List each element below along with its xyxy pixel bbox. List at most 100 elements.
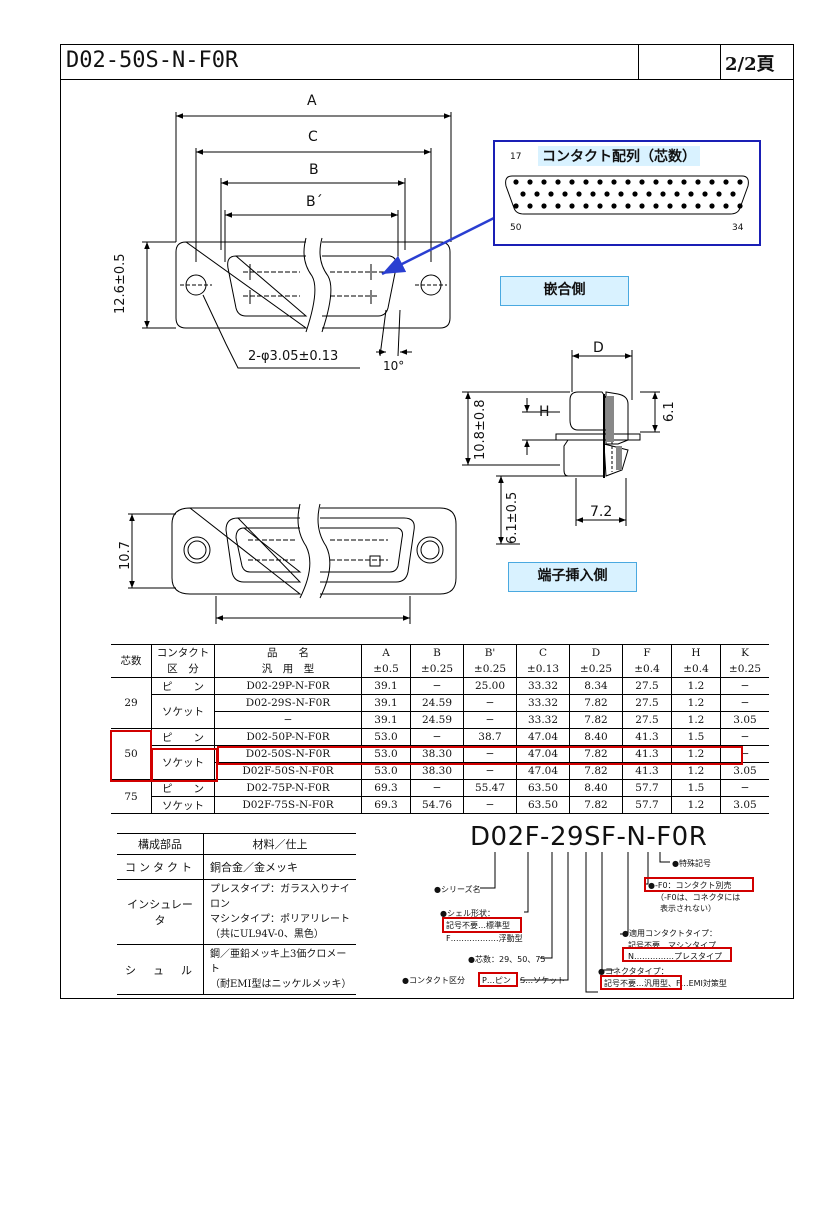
- table-cell: 3.05: [720, 796, 769, 814]
- annotation-connector-type-title: ●コネクタタイプ：: [598, 967, 669, 976]
- highlight-part-row: [217, 746, 743, 765]
- contact-pin-dot: [667, 179, 673, 185]
- contact-pin-dot: [597, 179, 603, 185]
- table-cell: 1.5: [671, 728, 721, 746]
- pin-number-50: 50: [510, 223, 522, 233]
- annotation-contact-type-press: N……………プレスタイプ: [628, 952, 722, 961]
- column-header: 構成部品: [117, 833, 204, 855]
- table-cell-kind: ソケット: [151, 796, 215, 814]
- column-header: コンタクト: [151, 644, 215, 661]
- table-cell: 7.82: [569, 711, 623, 729]
- contact-pin-dot: [513, 203, 519, 209]
- contact-pin-dot: [660, 191, 666, 197]
- contact-pin-dot: [555, 203, 561, 209]
- annotation-connector-type-values: 記号不要…汎用型、F…EMI対策型: [604, 979, 727, 988]
- dimension-label-a: A: [307, 93, 317, 109]
- terminal-side-label: 端子挿入側: [508, 562, 637, 592]
- table-cell: 1.2: [671, 711, 721, 729]
- contact-pin-dot: [520, 191, 526, 197]
- table-cell-kind: ピ ン: [151, 728, 215, 746]
- table-cell: 69.3: [361, 779, 411, 797]
- table-cell: −: [720, 694, 769, 712]
- contact-pin-dot: [541, 179, 547, 185]
- contact-pin-dot: [737, 179, 743, 185]
- annotation-special: ●特殊記号: [672, 859, 711, 868]
- table-cell: 27.5: [622, 677, 672, 695]
- annotation-series: ●シリーズ名: [434, 885, 481, 894]
- contact-arrangement-title: コンタクト配列（芯数）: [538, 146, 700, 166]
- contact-pin-dot: [555, 179, 561, 185]
- pin-number-34: 34: [732, 223, 744, 233]
- contact-pin-dot: [611, 203, 617, 209]
- annotation-contact-kind-pin: P…ピン: [482, 976, 511, 985]
- table-cell: −: [720, 728, 769, 746]
- table-cell: 7.82: [569, 745, 623, 763]
- contact-pin-dot: [583, 203, 589, 209]
- table-cell: −: [410, 779, 464, 797]
- table-cell: 57.7: [622, 779, 672, 797]
- contact-pin-dot: [541, 203, 547, 209]
- contact-pin-dot: [674, 191, 680, 197]
- contact-pin-dot: [695, 179, 701, 185]
- dimension-label-c: C: [308, 129, 318, 145]
- dimension-label-angle: 10°: [383, 359, 405, 373]
- contact-pin-dot: [597, 203, 603, 209]
- column-header: ±0.25: [463, 661, 517, 678]
- column-header: 芯数: [111, 644, 152, 678]
- highlight-press: [622, 947, 732, 962]
- table-cell: 7.82: [569, 694, 623, 712]
- dimension-label-7-2: 7.2: [590, 504, 613, 520]
- annotation-shell-std: 記号不要…標準型: [446, 921, 510, 930]
- table-cell: 47.04: [516, 728, 570, 746]
- table-cell: 41.3: [622, 728, 672, 746]
- table-cell-kind: ソケット: [151, 745, 215, 780]
- annotation-shell-float: F………………浮動型: [446, 934, 523, 943]
- document-title: D02-50S-N-F0R: [66, 48, 239, 73]
- document-frame: D02-50S-N-F0R 2/2頁: [60, 44, 794, 999]
- table-cell: 27.5: [622, 694, 672, 712]
- material-line: （耐EMI型はニッケルメッキ）: [210, 979, 352, 990]
- table-cell: −: [720, 677, 769, 695]
- table-cell: 1.5: [671, 779, 721, 797]
- table-cell: 53.0: [361, 762, 411, 780]
- table-cell: −: [410, 677, 464, 695]
- contact-pin-dot: [730, 191, 736, 197]
- column-header: 区 分: [151, 661, 215, 678]
- table-cell: 53.0: [361, 745, 411, 763]
- column-header: A: [361, 644, 411, 661]
- contact-pin-dot: [702, 191, 708, 197]
- annotation-contact-type-title: ●適用コンタクトタイプ：: [622, 929, 717, 938]
- page-number: 2/2頁: [725, 54, 775, 75]
- table-cell: 53.0: [361, 728, 411, 746]
- table-cell-kind: ピ ン: [151, 779, 215, 797]
- table-cell: −: [720, 779, 769, 797]
- contact-pin-dot: [618, 191, 624, 197]
- table-cell: 39.1: [361, 677, 411, 695]
- annotation-contact-kind-title: ●コンタクト区分: [402, 976, 465, 985]
- table-cell: 47.04: [516, 745, 570, 763]
- materials-table: 構成部品 材料／仕上 コンタクト 銅合金／金メッキ インシュレータ プレスタイプ…: [117, 833, 356, 995]
- table-cell: 33.32: [516, 677, 570, 695]
- contact-pin-dot: [513, 179, 519, 185]
- part-code: D02F-29SF-N-F0R: [470, 822, 708, 852]
- column-header: ±0.13: [516, 661, 570, 678]
- table-cell: −: [463, 694, 517, 712]
- table-cell: 69.3: [361, 796, 411, 814]
- table-cell: 39.1: [361, 711, 411, 729]
- table-cell-cores: 50: [111, 728, 152, 780]
- column-header: B': [463, 644, 517, 661]
- contact-pin-dot: [548, 191, 554, 197]
- contact-pin-dot: [646, 191, 652, 197]
- table-row: 29 ピ ン D02-29P-N-F0R 39.1 − 25.00 33.32 …: [111, 677, 769, 729]
- table-row: コンタクト 銅合金／金メッキ: [117, 854, 356, 880]
- table-cell: 63.50: [516, 779, 570, 797]
- table-cell-name: D02-75P-N-F0R: [214, 779, 362, 797]
- material-value: 鋼／亜鉛メッキ上3価クロメート （耐EMI型はニッケルメッキ）: [203, 944, 356, 995]
- column-header: K: [720, 644, 769, 661]
- table-cell: 33.32: [516, 694, 570, 712]
- table-cell: −: [463, 762, 517, 780]
- table-cell: 38.7: [463, 728, 517, 746]
- table-cell: 24.59: [410, 711, 464, 729]
- contact-pin-dot: [625, 203, 631, 209]
